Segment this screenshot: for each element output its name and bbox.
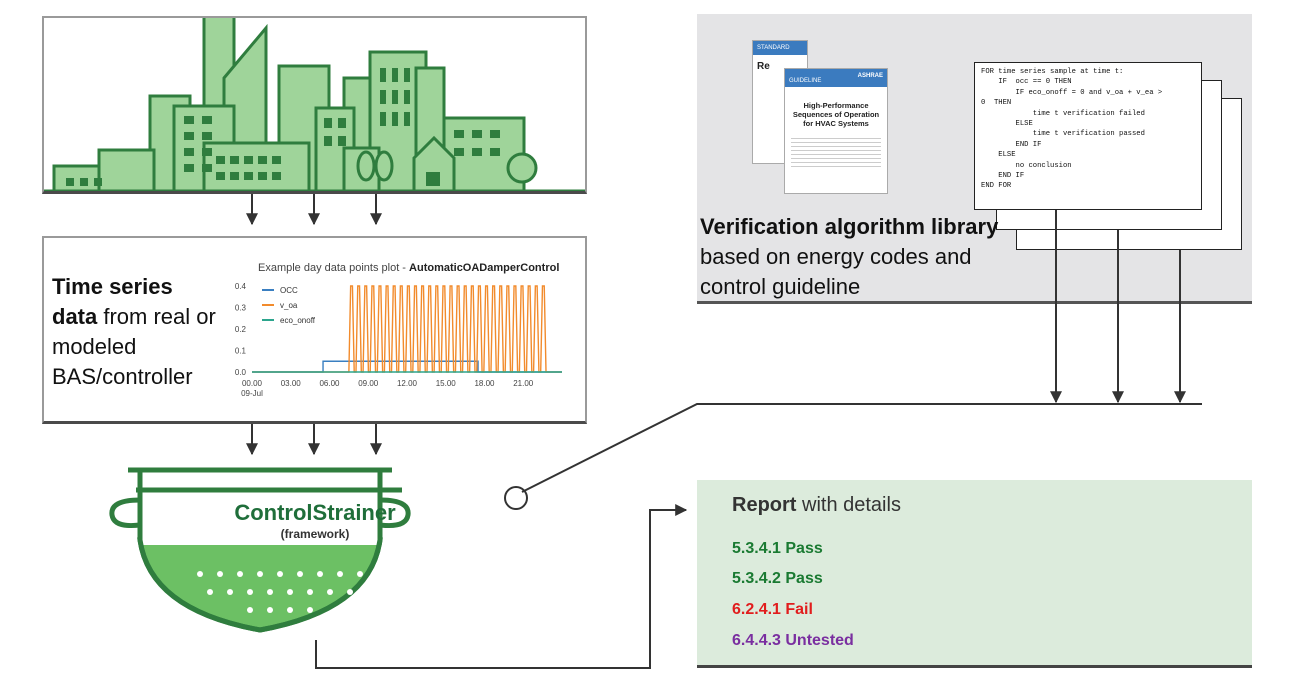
strainer-zoom-circle [504,486,528,510]
report-item-pass: 5.3.4.2 Pass [732,570,823,587]
x-tick-label: 12.00 [397,379,418,388]
guideline-document: GUIDELINE ASHRAE High-Performance Sequen… [784,68,888,194]
timeseries-panel [42,236,587,424]
timeseries-chart: 0.0 0.1 0.2 0.3 0.4 00.00 03.00 06.00 09.00 12.00… [235,282,562,398]
legend-label-OCC: OCC [280,286,298,295]
y-tick-label: 0.0 [235,368,247,377]
x-tick-label: 06.00 [319,379,340,388]
strainer-subtitle: (framework) [280,527,350,541]
library-label: Verification algorithm library based on … [700,214,999,299]
standard-title: Re [757,61,770,72]
guideline-header: GUIDELINE [785,69,887,87]
strainer-name: ControlStrainer [234,500,396,525]
report-item-fail: 6.2.4.1 Fail [732,601,813,618]
strainer-to-report-line [315,504,688,669]
library-to-strainer-line [521,403,1202,493]
report-title: Report with details [732,494,901,516]
y-tick-label: 0.1 [235,347,247,356]
guideline-title: High-Performance Sequences of Operation … [792,101,880,128]
standard-header: STANDARD [753,41,807,55]
y-tick-label: 0.4 [235,282,247,291]
x-tick-label: 03.00 [281,379,302,388]
ashrae-logo: ASHRAE [857,73,883,79]
legend-label-v_oa: v_oa [280,301,298,310]
timeseries-label: Time series data from real or modeled BA… [52,274,216,389]
x-tick-label: 21.00 [513,379,534,388]
report-item-untested: 6.4.4.3 Untested [732,632,854,649]
legend-label-eco_onoff: eco_onoff [280,316,316,325]
x-tick-label: 09.00 [358,379,379,388]
x-tick-sublabel: 09-Jul [241,389,263,398]
x-tick-label: 18.00 [474,379,495,388]
guideline-body-lines [791,138,881,168]
y-tick-label: 0.3 [235,304,247,313]
y-tick-label: 0.2 [235,325,247,334]
strainer-illustration [109,467,411,633]
x-tick-label: 15.00 [436,379,457,388]
chart-title: Example day data points plot - Automatic… [258,262,560,274]
report-panel [697,480,1252,668]
pseudocode-card: FOR time series sample at time t: IF occ… [974,62,1202,210]
report-item-pass: 5.3.4.1 Pass [732,540,823,557]
x-tick-label: 00.00 [242,379,263,388]
